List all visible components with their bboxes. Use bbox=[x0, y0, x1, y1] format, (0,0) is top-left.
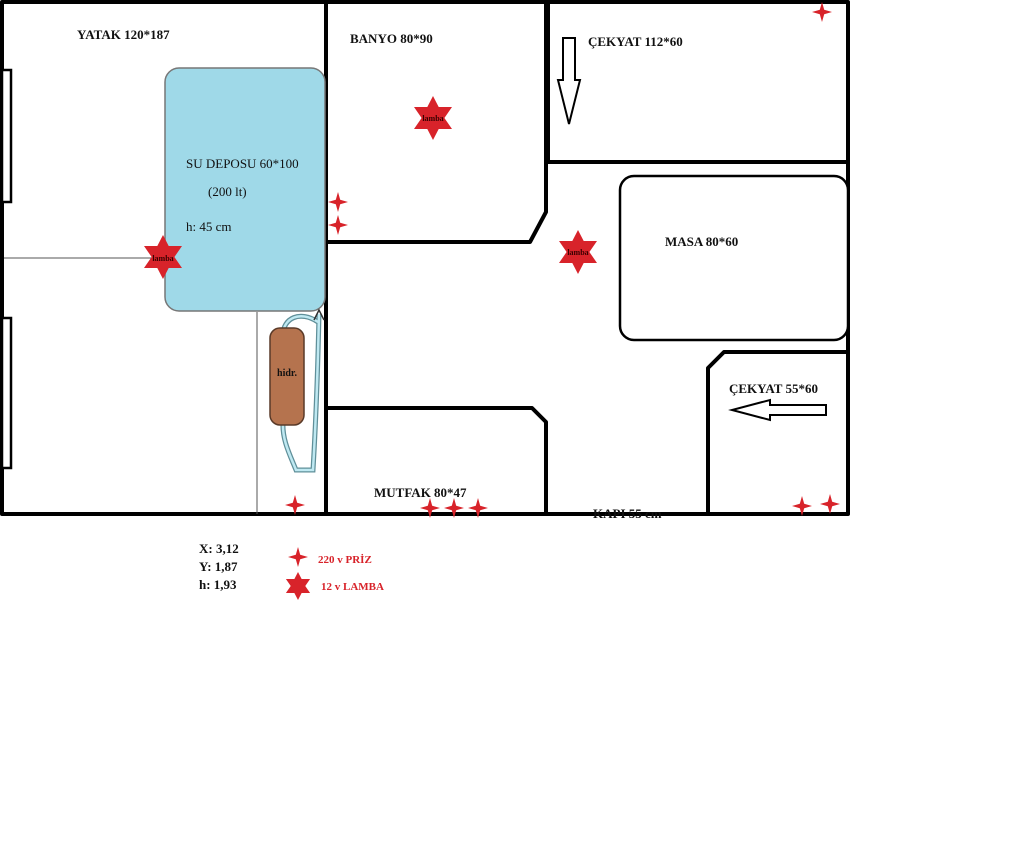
socket-icon bbox=[328, 192, 348, 212]
socket-icon bbox=[820, 494, 840, 514]
room-label-masa: MASA 80*60 bbox=[665, 234, 738, 249]
dimension-h: h: 1,93 bbox=[199, 577, 237, 592]
hydrofor bbox=[269, 327, 305, 426]
hydrofor-label: hidr. bbox=[277, 368, 297, 379]
left-window-top bbox=[0, 68, 13, 204]
hose-arrow-icon bbox=[313, 308, 325, 321]
door-label: KAPI 55 cm bbox=[593, 506, 662, 521]
water-tank bbox=[164, 67, 326, 312]
legend-socket-label: 220 v PRİZ bbox=[318, 554, 372, 566]
water-hose bbox=[281, 313, 321, 472]
table-shape bbox=[618, 174, 850, 342]
tank-capacity: (200 lt) bbox=[208, 184, 247, 199]
sofa-bottom-wall bbox=[706, 350, 848, 514]
room-label-mutfak: MUTFAK 80*47 bbox=[374, 485, 467, 500]
legend-lamp-icon bbox=[285, 572, 311, 600]
legend-lamp-label: 12 v LAMBA bbox=[321, 581, 384, 593]
socket-icon bbox=[328, 215, 348, 235]
room-label-cekyat-top: ÇEKYAT 112*60 bbox=[588, 34, 683, 49]
tank-title: SU DEPOSU 60*100 bbox=[186, 156, 299, 171]
arrow-left-icon bbox=[728, 398, 827, 422]
socket-icon bbox=[812, 2, 832, 22]
dimension-x: X: 3,12 bbox=[199, 541, 239, 556]
arrow-down-icon bbox=[556, 37, 582, 125]
room-label-banyo: BANYO 80*90 bbox=[350, 31, 433, 46]
room-label-cekyat-bottom: ÇEKYAT 55*60 bbox=[729, 381, 818, 396]
legend-socket-icon bbox=[288, 547, 308, 567]
lamp-label: lamba bbox=[152, 254, 173, 263]
dimension-y: Y: 1,87 bbox=[199, 559, 238, 574]
tank-height: h: 45 cm bbox=[186, 219, 232, 234]
lamp-label: lamba bbox=[422, 114, 443, 123]
bathroom-wall bbox=[326, 0, 548, 244]
room-label-yatak: YATAK 120*187 bbox=[77, 27, 170, 42]
kitchen-wall bbox=[326, 406, 548, 514]
left-window-bottom bbox=[0, 316, 13, 470]
lamp-label: lamba bbox=[567, 248, 588, 257]
